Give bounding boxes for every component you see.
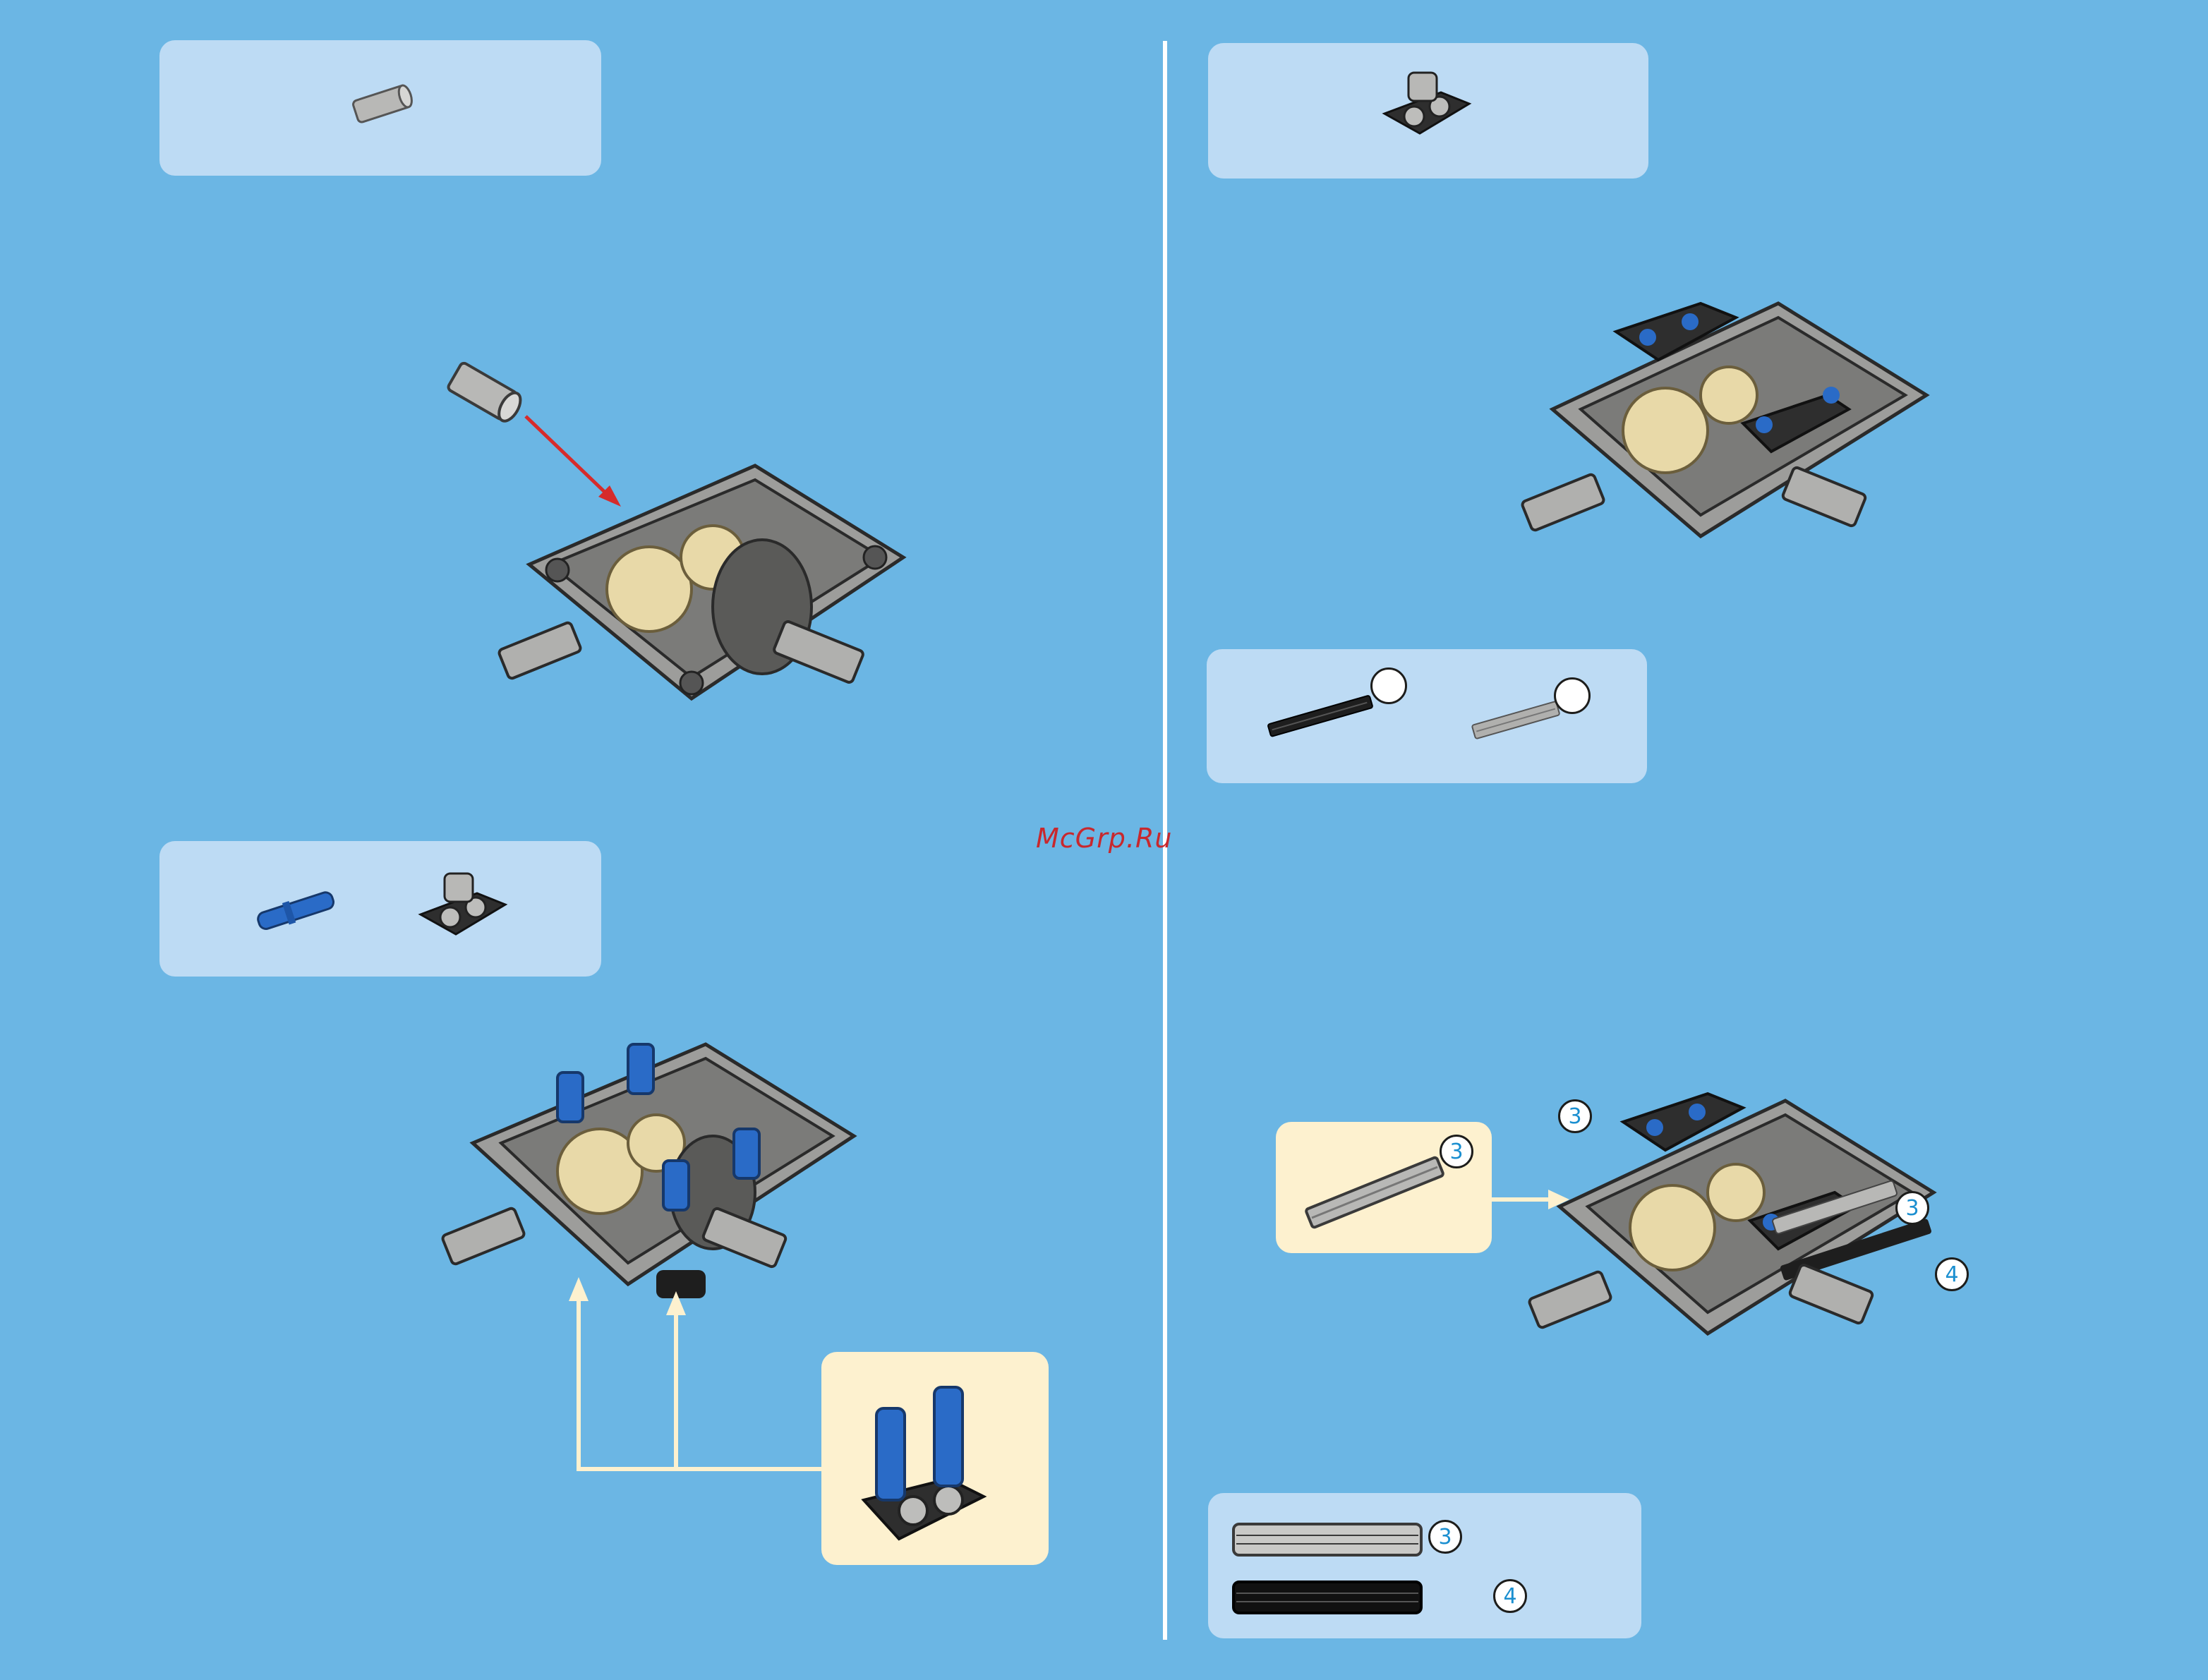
- pin-connector-part-icon: [414, 865, 512, 943]
- black-axle-4-length-icon: [1232, 1578, 1424, 1617]
- parts-panel-step-a: [159, 40, 601, 176]
- blue-pin-icon: [628, 1044, 653, 1094]
- axle-connector-part-icon: [347, 75, 418, 132]
- axle-connector-icon: [447, 362, 524, 425]
- assembly-callout-3-top: 3: [1558, 1099, 1592, 1133]
- parts-panel-step-b: [159, 841, 601, 977]
- black-axle-size-circle: [1370, 667, 1407, 704]
- pin-connector-part-icon: [1377, 64, 1476, 142]
- axle-callout: 3: [1276, 1122, 1492, 1253]
- gray-axle-3-icon: [1297, 1150, 1452, 1235]
- gray-axle-part-icon: [1468, 691, 1567, 748]
- assembly-callout-4-right: 4: [1935, 1257, 1969, 1291]
- blue-pin-icon: [663, 1161, 689, 1210]
- legend-number-3: 3: [1428, 1520, 1462, 1554]
- gearbox-assembly-step-c: [1517, 289, 1941, 557]
- blue-pin-icon: [557, 1072, 583, 1122]
- axle-callout-number: 3: [1440, 1135, 1473, 1168]
- parts-panel-step-d: [1207, 649, 1647, 783]
- parts-panel-step-c: [1208, 43, 1648, 179]
- blue-pin-part-icon: [251, 882, 343, 938]
- assembly-callout-3-right: 3: [1895, 1191, 1929, 1225]
- pin-sub-assembly-icon: [843, 1373, 1019, 1549]
- gray-axle-3-length-icon: [1232, 1520, 1424, 1559]
- watermark: McGrp.Ru: [1036, 823, 1172, 854]
- sub-assembly-arrows: [565, 1277, 833, 1489]
- legend-number-4: 4: [1493, 1579, 1527, 1613]
- blue-pin-icon: [734, 1129, 759, 1178]
- axle-length-legend: 3 4: [1208, 1493, 1641, 1638]
- black-axle-part-icon: [1263, 684, 1376, 748]
- gearbox-assembly-step-a: [438, 346, 931, 720]
- sub-assembly-callout: [821, 1352, 1049, 1565]
- gray-axle-size-circle: [1554, 677, 1591, 714]
